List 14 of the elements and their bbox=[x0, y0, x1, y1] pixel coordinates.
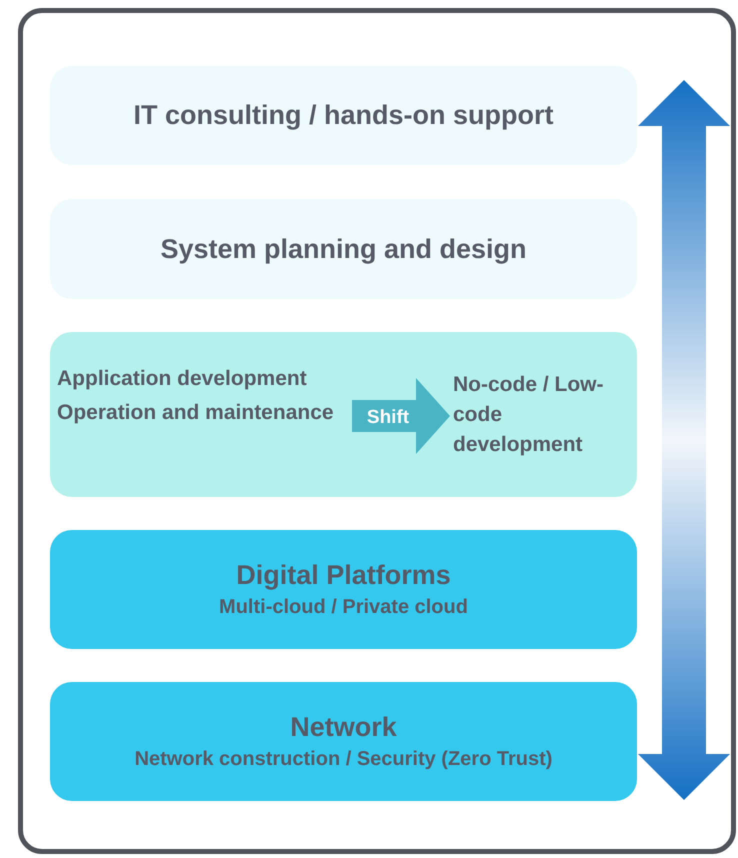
layer-band bbox=[50, 66, 637, 165]
layer-title: Digital Platforms bbox=[236, 559, 451, 592]
layer-subtitle: Multi-cloud / Private cloud bbox=[219, 595, 468, 620]
layer-title: System planning and design bbox=[160, 232, 527, 266]
layer-title: Network bbox=[290, 711, 397, 744]
layer-band bbox=[50, 332, 637, 497]
shift-arrow bbox=[352, 378, 450, 454]
layer-title: IT consulting / hands-on support bbox=[134, 99, 554, 132]
edge-label: Shift bbox=[366, 407, 410, 428]
layer-text: Application development Operation and maintenance bbox=[57, 362, 349, 430]
layer-subtitle: Network construction / Security (Zero Trust) bbox=[134, 747, 552, 772]
layer-text: No-code / Low-code development bbox=[453, 370, 609, 460]
layer-band bbox=[50, 530, 637, 649]
layer-band bbox=[50, 682, 637, 801]
